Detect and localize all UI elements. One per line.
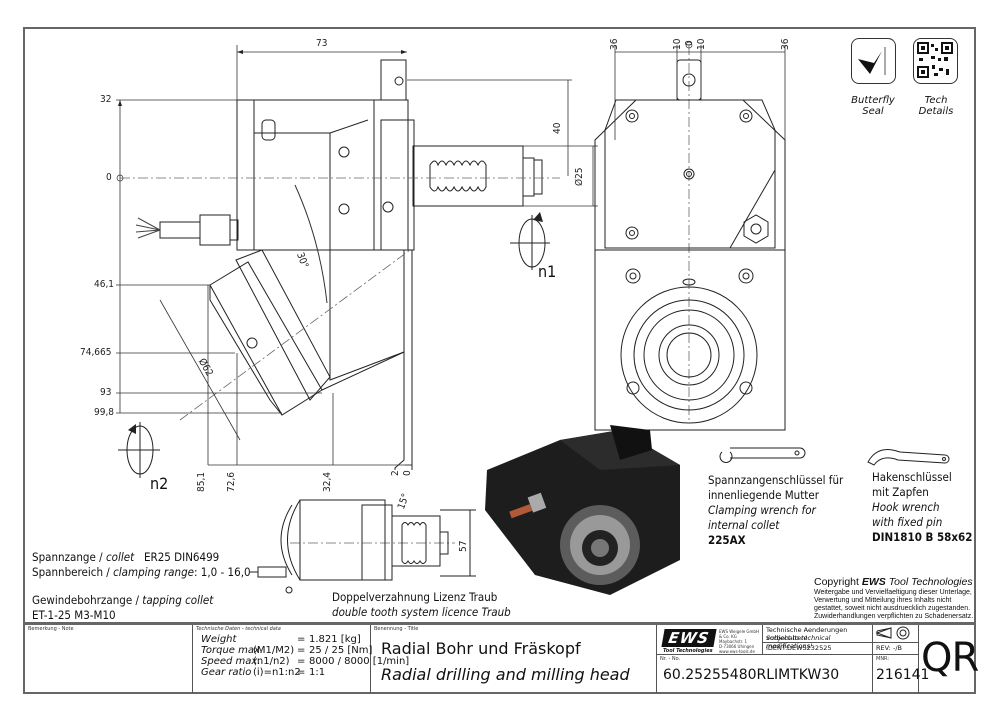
rotation-symbols — [118, 215, 550, 478]
hook-wrench-info: Hakenschlüssel mit Zapfen Hook wrench wi… — [872, 470, 973, 544]
drawing-frame — [23, 27, 976, 624]
dim-y-0: 0 — [106, 172, 112, 183]
mnr-value: 216141 — [876, 667, 930, 683]
ident-value: DEWS232525 — [787, 644, 832, 652]
traub-note-en: double tooth system licence Traub — [332, 605, 511, 619]
front-view-dimensions — [614, 45, 786, 140]
revision-value: -/B — [893, 644, 902, 652]
qr-code-icon — [917, 42, 953, 78]
front-view — [594, 59, 786, 431]
part-number: 60.25255480RLIMTKW30 — [663, 667, 840, 683]
spec-gear-ratio: Gear ratio(i)=n1:n2=1:1 — [201, 667, 326, 678]
dim-x-0: 0 — [402, 470, 413, 476]
spec-torque: Torque max.(M1/M2)=25 / 25 [Nm] — [201, 645, 373, 656]
mnr-cell: MNR: 216141 — [873, 655, 929, 693]
front-dim-10-left: 10 — [672, 38, 683, 50]
front-dim-36-right: 36 — [780, 38, 791, 50]
copyright-heading: Copyright EWS Tool Technologies — [814, 576, 973, 588]
product-render — [485, 425, 680, 595]
collet-line: Spannzange / collet ER25 DIN6499 — [32, 550, 220, 564]
dim-x-85-1: 85,1 — [196, 471, 207, 492]
note-cell: Bemerkung - Note — [25, 625, 193, 693]
title-block: Bemerkung - Note Technische Daten - tech… — [23, 624, 979, 694]
tapping-collet-spec: ET-1-25 M3-M10 — [32, 608, 116, 622]
copyright-notice: Weitergabe und Vervielfaeltigung dieser … — [814, 589, 974, 620]
company-address: EWS Weigele GmbH & Co. KG Maybachstr. 1 … — [719, 629, 759, 654]
revision-cell: REV: -/B — [873, 643, 919, 655]
spec-weight: Weight=1.821 [kg] — [201, 634, 361, 645]
dim-width-73: 73 — [316, 38, 328, 49]
butterfly-seal-badge[interactable] — [851, 38, 896, 84]
front-dim-10-right: 10 — [696, 38, 707, 50]
dim-y-99-8: 99,8 — [94, 407, 115, 418]
company-cell: EWS Tool Technologies EWS Weigele GmbH &… — [657, 625, 763, 655]
title-german: Radial Bohr und Fräskopf — [381, 639, 581, 658]
qr-cell: QR — [919, 625, 979, 693]
projection-symbol-cell — [873, 625, 919, 643]
dim-offset-40: 40 — [552, 122, 563, 134]
technical-data-cell: Technische Daten - technical data Weight… — [193, 625, 409, 693]
hook-wrench-icon — [867, 449, 950, 466]
front-dim-36-left: 36 — [609, 38, 620, 50]
rotation-label-n2: n2 — [150, 474, 169, 493]
clamping-wrench-icon — [719, 447, 806, 463]
clamping-wrench-info: Spannzangenschlüssel für innenliegende M… — [708, 473, 844, 547]
clamping-range-line: Spannbereich / clamping range: 1,0 - 16,… — [32, 565, 251, 579]
dim-y-46-1: 46,1 — [94, 279, 115, 290]
ident-cell: IDENT: DEWS232525 — [763, 643, 873, 655]
side-view-dimensions — [116, 45, 598, 466]
dim-diameter-25: Ø25 — [574, 167, 585, 186]
front-dim-0: 0 — [684, 40, 695, 46]
part-number-cell: Nr. - No. 60.25255480RLIMTKW30 — [657, 655, 873, 693]
bottom-view — [250, 499, 476, 594]
title-cell: Benennung - Title Radial Bohr und Fräsko… — [371, 625, 657, 693]
dim-x-2: 2 — [390, 470, 401, 476]
dim-y-74-665: 74,665 — [80, 347, 112, 358]
butterfly-icon — [858, 47, 886, 75]
tapping-collet-line: Gewindebohrzange / tapping collet — [32, 593, 214, 607]
tech-details-qr-badge[interactable] — [913, 38, 958, 84]
dim-y-32: 32 — [100, 94, 112, 105]
dim-x-32-4: 32,4 — [322, 471, 333, 492]
dim-x-72-6: 72,6 — [226, 471, 237, 492]
modifications-cell: Technische Aenderungen vorbehalten! Subj… — [763, 625, 873, 650]
rotation-label-n1: n1 — [538, 262, 557, 281]
projection-symbol-icon — [875, 626, 910, 640]
ews-logo: EWS — [661, 629, 717, 647]
spec-speed: Speed max.(n1/n2)=8000 / 8000 [1/min] — [201, 656, 410, 667]
dim-y-93: 93 — [100, 387, 112, 398]
side-view — [135, 59, 543, 470]
traub-note-de: Doppelverzahnung Lizenz Traub — [332, 590, 498, 604]
bottom-dim-57: 57 — [458, 540, 469, 552]
qr-label: QR — [921, 635, 979, 681]
title-english: Radial drilling and milling head — [381, 665, 630, 684]
